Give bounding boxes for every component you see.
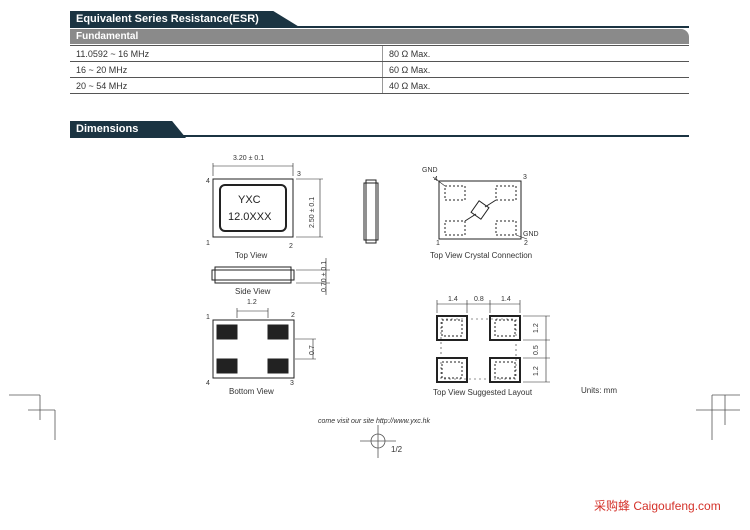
bottom-pad-gap-dim: 0.7 bbox=[309, 345, 316, 355]
esr-title-underline bbox=[70, 26, 689, 28]
dimensions-section-title: Dimensions bbox=[70, 121, 186, 138]
crystal-connection-drawing bbox=[432, 176, 528, 240]
esr-section-title: Equivalent Series Resistance(ESR) bbox=[70, 11, 301, 28]
watermark: 采购蜂 Caigoufeng.com bbox=[594, 499, 721, 513]
layout-dim-pad-top: 1.2 bbox=[533, 323, 540, 333]
conn-pin2: 2 bbox=[524, 240, 528, 247]
esr-cell: 40 Ω Max. bbox=[382, 77, 689, 94]
layout-dim-mid: 0.8 bbox=[474, 296, 484, 303]
page-number: 1/2 bbox=[391, 445, 403, 454]
connection-caption: Top View Crystal Connection bbox=[430, 251, 533, 260]
bottom-pin2: 2 bbox=[291, 312, 295, 319]
top-pin3: 3 bbox=[297, 171, 301, 178]
top-view-caption: Top View bbox=[235, 251, 268, 260]
layout-dim-left: 1.4 bbox=[448, 296, 458, 303]
marking-line1: YXC bbox=[238, 194, 261, 206]
crop-marks bbox=[9, 394, 740, 458]
bottom-view-drawing bbox=[212, 308, 316, 379]
side-view-caption: Side View bbox=[235, 287, 271, 296]
esr-table: 11.0592 ~ 16 MHz 80 Ω Max. 16 ~ 20 MHz 6… bbox=[70, 45, 689, 94]
side-thickness-dim: 0.70 ± 0.1 bbox=[321, 260, 328, 292]
top-pin1: 1 bbox=[206, 240, 210, 247]
side-view-drawing bbox=[211, 258, 330, 295]
fundamental-subheader: Fundamental bbox=[70, 29, 689, 44]
top-width-dim: 3.20 ± 0.1 bbox=[233, 155, 265, 162]
conn-pin4: 4 bbox=[434, 176, 438, 183]
bottom-view-caption: Bottom View bbox=[229, 387, 274, 396]
conn-gnd-bottom: GND bbox=[523, 231, 539, 238]
top-pin4: 4 bbox=[206, 178, 210, 185]
footer-site-text: come visit our site http://www.yxc.hk bbox=[318, 418, 431, 425]
side-view-right-drawing bbox=[363, 179, 379, 244]
layout-dim-gap: 0.5 bbox=[533, 345, 540, 355]
layout-dim-pad-bottom: 1.2 bbox=[533, 366, 540, 376]
marking-line2: 12.0XXX bbox=[228, 211, 272, 223]
top-view-drawing bbox=[212, 163, 323, 238]
bottom-pad-width-dim: 1.2 bbox=[247, 299, 257, 306]
units-label: Units: mm bbox=[581, 386, 617, 395]
esr-cell: 60 Ω Max. bbox=[382, 61, 689, 78]
conn-pin3: 3 bbox=[523, 174, 527, 181]
fundamental-subheader-text: Fundamental bbox=[76, 31, 139, 42]
conn-gnd-top: GND bbox=[422, 167, 438, 174]
conn-pin1: 1 bbox=[436, 240, 440, 247]
freq-cell: 20 ~ 54 MHz bbox=[70, 77, 383, 94]
bottom-pin4: 4 bbox=[206, 380, 210, 387]
dimensions-title-underline bbox=[70, 135, 689, 137]
freq-cell: 11.0592 ~ 16 MHz bbox=[70, 45, 383, 62]
top-height-dim-label: 2.50 ± 0.1 bbox=[309, 196, 316, 228]
freq-cell: 16 ~ 20 MHz bbox=[70, 61, 383, 78]
bottom-pin3: 3 bbox=[290, 380, 294, 387]
esr-title-text: Equivalent Series Resistance(ESR) bbox=[76, 13, 259, 25]
bottom-pin1: 1 bbox=[206, 314, 210, 321]
layout-caption: Top View Suggested Layout bbox=[433, 388, 533, 397]
dimensions-title-text: Dimensions bbox=[76, 123, 139, 135]
table-row: 11.0592 ~ 16 MHz 80 Ω Max. bbox=[70, 45, 689, 62]
esr-cell: 80 Ω Max. bbox=[382, 45, 689, 62]
top-pin2: 2 bbox=[289, 243, 293, 250]
suggested-layout-drawing bbox=[436, 300, 550, 383]
table-row: 16 ~ 20 MHz 60 Ω Max. bbox=[70, 61, 689, 78]
layout-dim-right: 1.4 bbox=[501, 296, 511, 303]
table-row: 20 ~ 54 MHz 40 Ω Max. bbox=[70, 77, 689, 94]
